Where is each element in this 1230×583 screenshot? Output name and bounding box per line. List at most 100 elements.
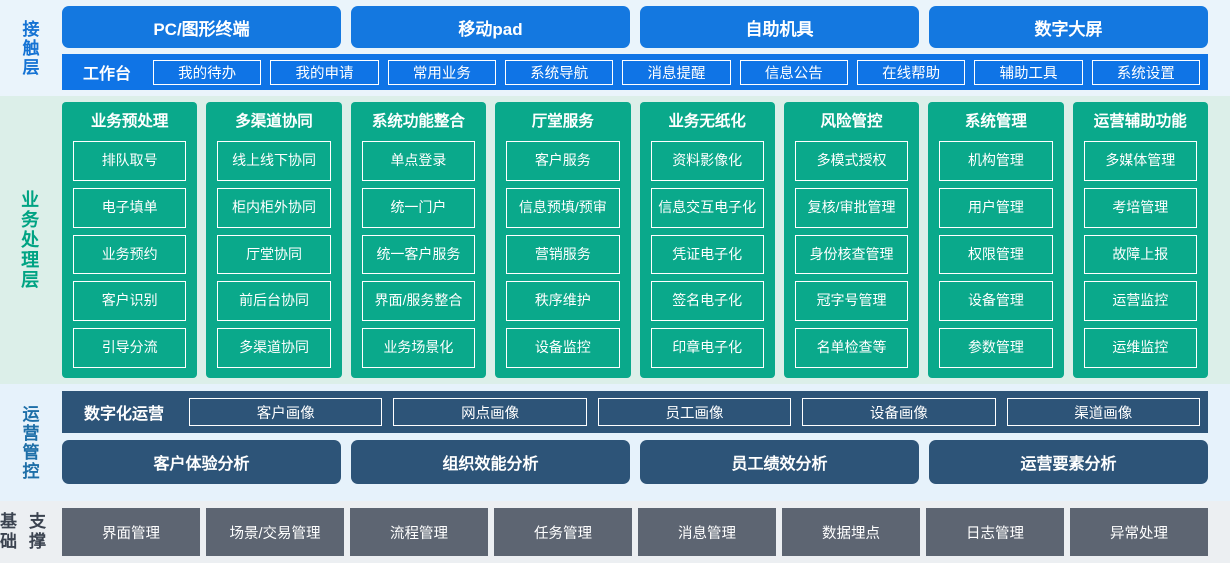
business-item[interactable]: 多模式授权 <box>794 141 909 181</box>
business-item[interactable]: 引导分流 <box>73 328 187 368</box>
workbench-title: 工作台 <box>83 66 132 83</box>
operations-layer: 运营管控 数字化运营 客户画像 网点画像 员工画像 设备画像 渠道画像 客户体验… <box>0 384 1230 501</box>
workbench-item[interactable]: 我的待办 <box>153 59 262 85</box>
foundation-layer: 基础支撑 界面管理 场景/交易管理 流程管理 任务管理 消息管理 数据埋点 日志… <box>0 501 1230 563</box>
foundation-item[interactable]: 流程管理 <box>350 508 488 556</box>
foundation-layer-label: 基础支撑 <box>0 512 48 551</box>
business-item[interactable]: 信息交互电子化 <box>650 187 764 228</box>
terminal-item[interactable]: PC/图形终端 <box>62 6 341 48</box>
business-item[interactable]: 前后台协同 <box>217 281 331 322</box>
analysis-item[interactable]: 客户体验分析 <box>62 440 341 484</box>
business-item[interactable]: 统一门户 <box>361 187 476 228</box>
business-item[interactable]: 业务预约 <box>73 234 187 275</box>
business-item[interactable]: 电子填单 <box>73 187 187 228</box>
business-column: 业务无纸化资料影像化信息交互电子化凭证电子化签名电子化印章电子化 <box>639 102 775 378</box>
business-column-row: 业务预处理排队取号电子填单业务预约客户识别引导分流多渠道协同线上线下协同柜内柜外… <box>62 102 1208 378</box>
business-item[interactable]: 机构管理 <box>939 141 1053 181</box>
foundation-item[interactable]: 数据埋点 <box>782 508 920 556</box>
business-item[interactable]: 营销服务 <box>506 234 620 275</box>
terminal-item[interactable]: 移动pad <box>351 6 630 48</box>
business-item[interactable]: 冠字号管理 <box>794 281 909 322</box>
business-item[interactable]: 参数管理 <box>939 328 1053 368</box>
analysis-item[interactable]: 员工绩效分析 <box>640 440 919 484</box>
business-layer-label: 业务处理层 <box>19 190 40 290</box>
business-item[interactable]: 界面/服务整合 <box>361 281 476 322</box>
workbench-item[interactable]: 辅助工具 <box>974 59 1083 85</box>
terminal-item[interactable]: 数字大屏 <box>929 6 1208 48</box>
business-item[interactable]: 设备监控 <box>506 328 620 368</box>
portrait-item[interactable]: 客户画像 <box>189 398 383 426</box>
foundation-item[interactable]: 界面管理 <box>62 508 200 556</box>
foundation-item[interactable]: 日志管理 <box>926 508 1064 556</box>
business-column: 系统管理机构管理用户管理权限管理设备管理参数管理 <box>928 102 1064 378</box>
business-item[interactable]: 多渠道协同 <box>217 328 331 368</box>
business-item[interactable]: 签名电子化 <box>650 281 764 322</box>
workbench-item[interactable]: 信息公告 <box>739 59 848 85</box>
business-item[interactable]: 故障上报 <box>1083 234 1197 275</box>
business-item[interactable]: 用户管理 <box>939 187 1053 228</box>
business-item[interactable]: 运营监控 <box>1083 281 1197 322</box>
business-column-title: 业务预处理 <box>90 113 169 130</box>
contact-layer: 接触层 PC/图形终端 移动pad 自助机具 数字大屏 工作台 我的待办 我的申… <box>0 0 1230 96</box>
business-item[interactable]: 线上线下协同 <box>217 141 331 181</box>
business-item[interactable]: 身份核查管理 <box>794 234 909 275</box>
analysis-item[interactable]: 运营要素分析 <box>929 440 1208 484</box>
portrait-item[interactable]: 渠道画像 <box>1006 398 1200 426</box>
portrait-item[interactable]: 设备画像 <box>802 398 996 426</box>
business-item[interactable]: 凭证电子化 <box>650 234 764 275</box>
foundation-layer-body: 界面管理 场景/交易管理 流程管理 任务管理 消息管理 数据埋点 日志管理 异常… <box>58 508 1230 556</box>
business-item[interactable]: 柜内柜外协同 <box>217 187 331 228</box>
business-item[interactable]: 资料影像化 <box>650 141 764 181</box>
workbench-item[interactable]: 我的申请 <box>270 59 379 85</box>
business-item[interactable]: 信息预填/预审 <box>506 187 620 228</box>
business-item[interactable]: 复核/审批管理 <box>794 187 909 228</box>
terminal-row: PC/图形终端 移动pad 自助机具 数字大屏 <box>62 6 1208 48</box>
business-item[interactable]: 权限管理 <box>939 234 1053 275</box>
terminal-item[interactable]: 自助机具 <box>640 6 919 48</box>
digital-operations-row: 数字化运营 客户画像 网点画像 员工画像 设备画像 渠道画像 <box>62 391 1208 433</box>
analysis-item[interactable]: 组织效能分析 <box>351 440 630 484</box>
business-item[interactable]: 客户服务 <box>506 141 620 181</box>
business-column-title: 风险管控 <box>820 113 883 130</box>
business-column: 业务预处理排队取号电子填单业务预约客户识别引导分流 <box>62 102 198 378</box>
business-column-title: 业务无纸化 <box>668 113 746 130</box>
business-column-title: 系统管理 <box>964 113 1027 130</box>
digital-operations-title: 数字化运营 <box>84 406 165 423</box>
business-column-title: 厅堂服务 <box>531 113 594 130</box>
business-column-title: 系统功能整合 <box>371 113 465 130</box>
contact-layer-label: 接触层 <box>19 19 39 77</box>
business-item[interactable]: 考培管理 <box>1083 187 1197 228</box>
workbench-item[interactable]: 消息提醒 <box>622 59 731 85</box>
portrait-item[interactable]: 网点画像 <box>393 398 587 426</box>
business-column: 系统功能整合单点登录统一门户统一客户服务界面/服务整合业务场景化 <box>350 102 487 378</box>
workbench-item[interactable]: 系统导航 <box>505 59 614 85</box>
business-item[interactable]: 业务场景化 <box>361 328 476 368</box>
business-item[interactable]: 统一客户服务 <box>361 234 476 275</box>
business-item[interactable]: 厅堂协同 <box>217 234 331 275</box>
business-item[interactable]: 设备管理 <box>939 281 1053 322</box>
business-column: 运营辅助功能多媒体管理考培管理故障上报运营监控运维监控 <box>1072 102 1208 378</box>
business-item[interactable]: 客户识别 <box>73 281 187 322</box>
business-column-title: 运营辅助功能 <box>1093 113 1187 130</box>
foundation-item[interactable]: 任务管理 <box>494 508 632 556</box>
business-layer-body: 业务预处理排队取号电子填单业务预约客户识别引导分流多渠道协同线上线下协同柜内柜外… <box>58 102 1230 378</box>
business-column-title: 多渠道协同 <box>235 113 313 130</box>
workbench-item[interactable]: 在线帮助 <box>856 59 966 85</box>
business-item[interactable]: 名单检查等 <box>794 328 909 368</box>
analysis-row: 客户体验分析 组织效能分析 员工绩效分析 运营要素分析 <box>62 440 1208 484</box>
operations-layer-body: 数字化运营 客户画像 网点画像 员工画像 设备画像 渠道画像 客户体验分析 组织… <box>58 391 1230 494</box>
foundation-item[interactable]: 场景/交易管理 <box>206 508 344 556</box>
business-item[interactable]: 印章电子化 <box>650 328 764 368</box>
business-item[interactable]: 多媒体管理 <box>1083 141 1197 181</box>
business-item[interactable]: 排队取号 <box>73 141 187 181</box>
business-item[interactable]: 运维监控 <box>1083 328 1197 368</box>
business-item[interactable]: 秩序维护 <box>506 281 620 322</box>
workbench-item[interactable]: 常用业务 <box>387 59 496 85</box>
workbench-item[interactable]: 系统设置 <box>1091 59 1200 85</box>
business-item[interactable]: 单点登录 <box>361 141 476 181</box>
foundation-item[interactable]: 消息管理 <box>638 508 776 556</box>
foundation-item[interactable]: 异常处理 <box>1070 508 1208 556</box>
portrait-item[interactable]: 员工画像 <box>597 398 792 426</box>
workbench-row: 工作台 我的待办 我的申请 常用业务 系统导航 消息提醒 信息公告 在线帮助 辅… <box>62 54 1208 90</box>
